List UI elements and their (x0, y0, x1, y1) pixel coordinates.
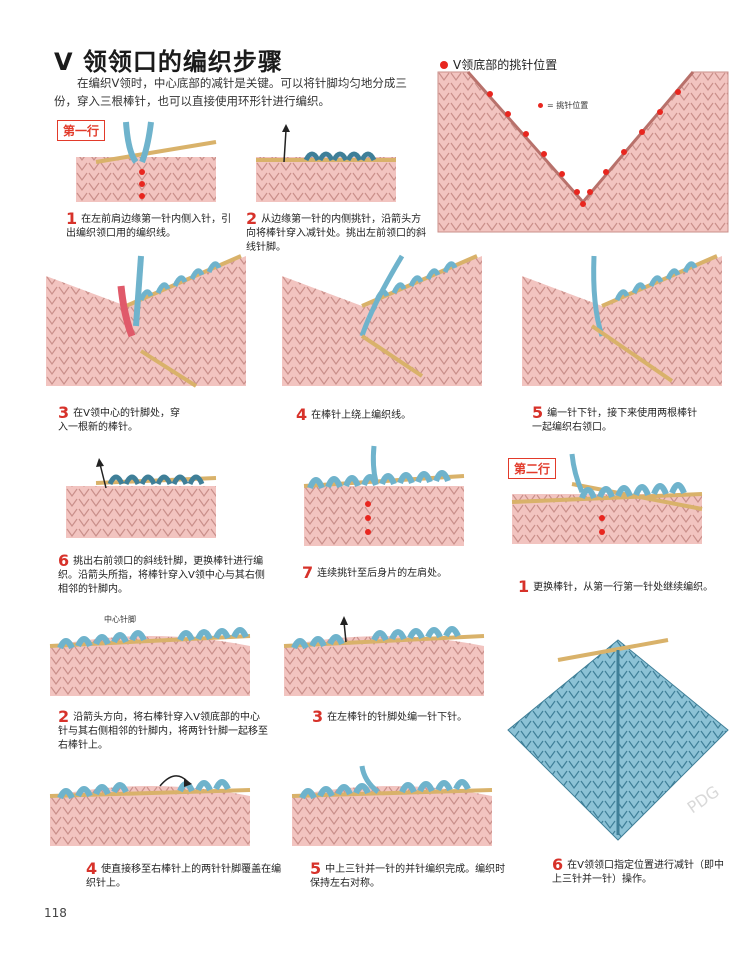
step-text: 在左前肩边缘第一针内侧入针，引出编织领口用的编织线。 (66, 214, 232, 239)
step-number: 4 (86, 859, 98, 878)
step-number: 5 (532, 403, 544, 422)
row2-tag: 第二行 (508, 458, 557, 479)
step-text: 沿箭头方向，将右棒针穿入V领底部的中心针与其右侧相邻的针脚内，将两针针脚一起移至… (58, 712, 268, 751)
step-number: 1 (66, 209, 78, 228)
row2-step4-illustration (49, 775, 251, 846)
step-text: 在V领领口指定位置进行减针（即中上三针并一针）操作。 (552, 860, 724, 885)
pickup-dot-icon (538, 103, 543, 108)
step7-illustration (303, 445, 465, 546)
step-number: 3 (312, 707, 324, 726)
center-stitch-label: 中心针脚 (104, 615, 136, 624)
step-number: 5 (310, 859, 322, 878)
page-title: V 领领口的编织步骤 (54, 48, 283, 76)
row2-step5-illustration (291, 765, 493, 846)
vneck-figure-title: V领底部的挑针位置 (440, 56, 557, 73)
row1-tag: 第一行 (57, 120, 106, 141)
step4-illustration (282, 254, 482, 386)
row2-step3-illustration (283, 616, 485, 696)
step-number: 3 (58, 403, 70, 422)
step-text: 连续挑针至后身片的左肩处。 (317, 568, 448, 579)
step3-illustration (46, 254, 246, 388)
step-text: 中上三针并一针的并针编织完成。编织时保持左右对称。 (310, 864, 506, 889)
step-number: 4 (296, 405, 308, 424)
step5-illustration (522, 254, 722, 386)
red-dot-icon (440, 61, 448, 69)
step-text: 在左棒针的针脚处编一针下针。 (327, 712, 468, 723)
step-text: 使直接移至右棒针上的两针针脚覆盖在编织针上。 (86, 864, 282, 889)
step-number: 6 (58, 551, 70, 570)
row2-step1-illustration (511, 453, 703, 544)
step1-illustration (76, 121, 217, 202)
step-text: 在棒针上绕上编织线。 (311, 410, 412, 421)
step6-illustration (66, 458, 217, 538)
step-text: 从边缘第一针的内侧挑针，沿箭头方向将棒针穿入减针处。挑出左前领口的斜线针脚。 (246, 214, 426, 253)
step-number: 6 (552, 855, 564, 874)
row2-step2-illustration (49, 627, 251, 696)
step-text: 更换棒针，从第一行第一针处继续编织。 (533, 582, 714, 593)
step-number: 2 (246, 209, 258, 228)
step-text: 挑出右前领口的斜线针脚，更换棒针进行编织。沿箭头所指，将棒针穿入V领中心与其右侧… (58, 556, 265, 595)
page-number: 118 (44, 906, 67, 920)
step-text: 在V领中心的针脚处，穿入一根新的棒针。 (58, 408, 180, 433)
step2-illustration (256, 124, 396, 202)
vneck-legend-text: = 挑针位置 (547, 101, 589, 110)
step-text: 编一针下针，接下来使用两根棒针一起编织右领口。 (532, 408, 698, 433)
intro-paragraph: 在编织V领时，中心底部的减针是关键。可以将针脚均匀地分成三份，穿入三根棒针，也可… (54, 76, 407, 108)
step-number: 1 (518, 577, 530, 596)
vneck-title-text: V领底部的挑针位置 (453, 58, 558, 72)
vneck-legend: = 挑针位置 (538, 100, 588, 111)
step-number: 2 (58, 707, 70, 726)
step-number: 7 (302, 563, 314, 582)
row2-step6-illustration (507, 638, 729, 841)
vneck-overview-illustration (437, 71, 729, 233)
